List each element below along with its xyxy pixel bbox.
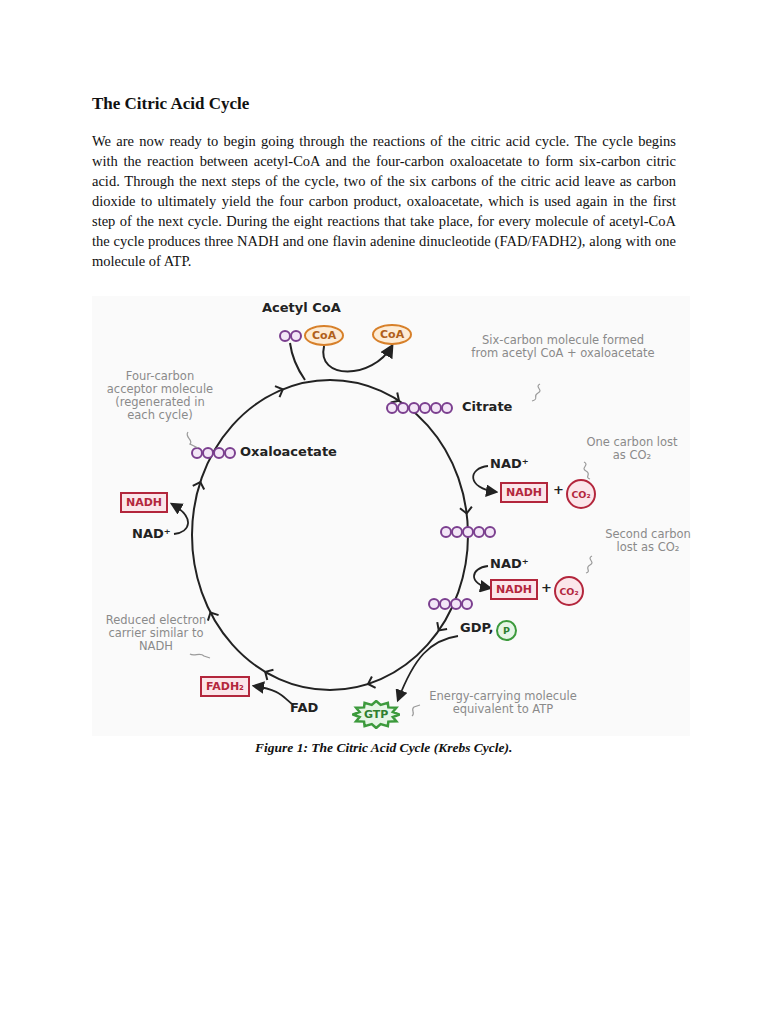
molecule-name: Oxaloacetate <box>240 444 337 459</box>
carrier-box: NADH <box>490 579 538 600</box>
molecule-name: Citrate <box>462 399 512 414</box>
node-text: CO₂ <box>571 489 590 500</box>
page-title: The Citric Acid Cycle <box>92 94 249 114</box>
coenzyme-oval: CoA <box>372 324 412 345</box>
annotation-note: One carbon lost as CO₂ <box>586 436 678 462</box>
node-text: GTP <box>364 708 388 721</box>
co2-circle: CO₂ <box>554 576 584 606</box>
cycle-arrows <box>193 386 472 688</box>
reactant-label: NAD⁺ <box>490 556 529 571</box>
annotation-note: Second carbon lost as CO₂ <box>598 528 698 554</box>
reactant-label: NAD⁺ <box>132 526 171 541</box>
plus-sign: + <box>541 580 552 595</box>
acetyl-entry-line <box>290 343 305 380</box>
node-text: NADH <box>506 486 542 499</box>
body-paragraph: We are now ready to begin going through … <box>92 131 676 271</box>
carbon-beads <box>192 331 495 609</box>
release-arrow <box>323 346 392 372</box>
co2-circle: CO₂ <box>566 479 596 509</box>
annotation-note: Energy-carrying molecule equivalent to A… <box>418 690 588 716</box>
node-text: CoA <box>312 329 336 342</box>
annotation-note: Reduced electron carrier similar to NADH <box>104 614 208 653</box>
node-text: NADH <box>126 496 162 509</box>
leader-squiggles <box>187 384 592 716</box>
carrier-box: NADH <box>120 492 168 513</box>
reactant-label: NAD⁺ <box>490 456 529 471</box>
node-text: NADH <box>496 583 532 596</box>
phosphate-circle: P <box>496 620 517 641</box>
plus-sign: + <box>553 482 564 497</box>
energy-star: GTP <box>352 700 400 729</box>
node-text: FADH₂ <box>206 680 244 693</box>
node-text: CO₂ <box>559 586 578 597</box>
node-text: P <box>503 625 510 636</box>
node-text: CoA <box>380 328 404 341</box>
carrier-box: FADH₂ <box>200 676 250 697</box>
cycle-ring <box>192 380 468 690</box>
carrier-box: NADH <box>500 482 548 503</box>
coenzyme-oval: CoA <box>304 325 344 346</box>
molecule-name: Acetyl CoA <box>262 300 341 315</box>
annotation-note: Six-carbon molecule formed from acetyl C… <box>468 334 658 360</box>
reactant-label: FAD <box>290 700 318 715</box>
side-reaction-arrows <box>172 466 496 704</box>
figure-caption: Figure 1: The Citric Acid Cycle (Krebs C… <box>255 740 512 756</box>
reactant-label: GDP, <box>460 620 494 635</box>
annotation-note: Four-carbon acceptor molecule (regenerat… <box>100 370 220 422</box>
figure-ground <box>92 296 690 736</box>
